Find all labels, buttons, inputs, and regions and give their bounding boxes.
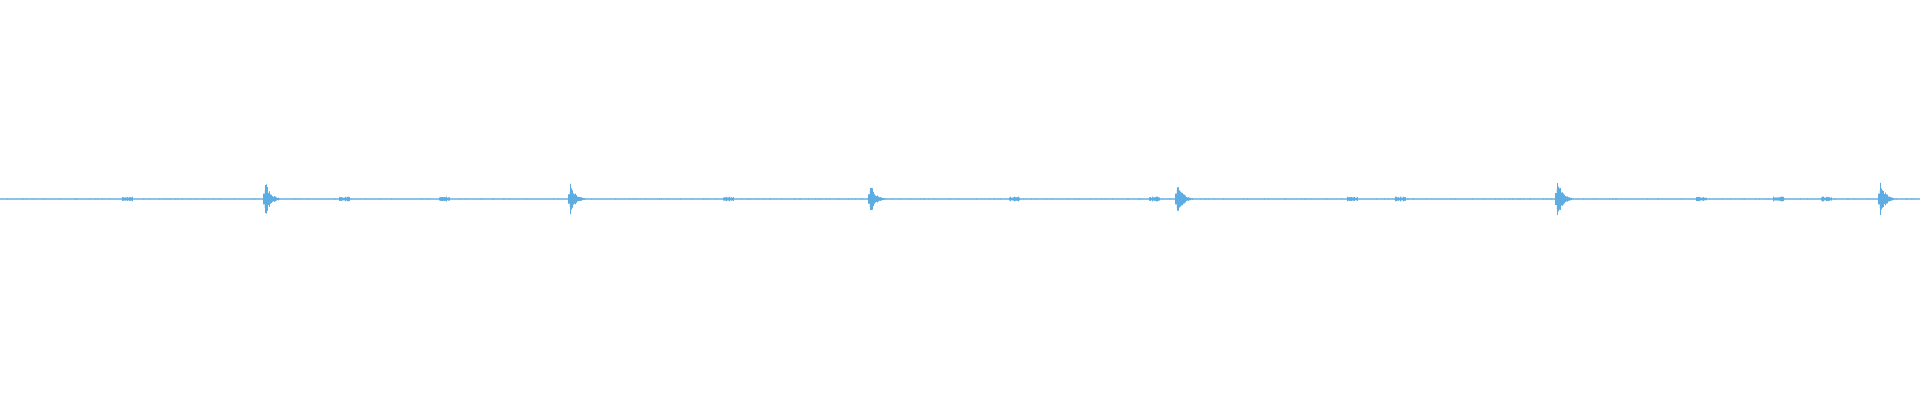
waveform-envelope: [0, 182, 1920, 216]
waveform-trace: [0, 182, 1920, 216]
